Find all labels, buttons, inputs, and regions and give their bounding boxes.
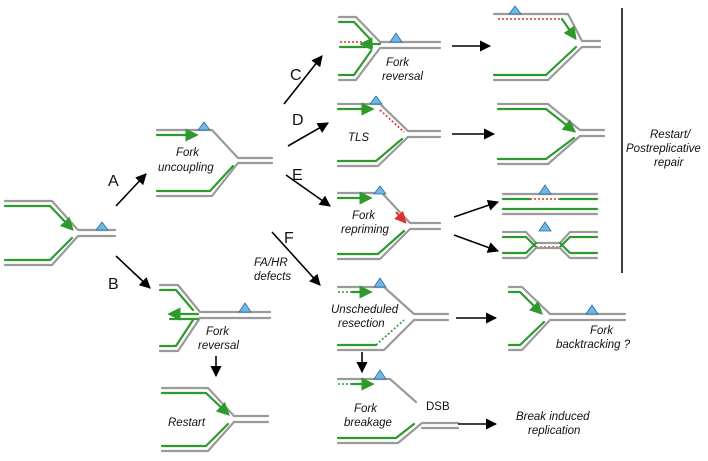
labels: A B C D E F Fork uncoupling Fork reversa… (108, 57, 701, 437)
label-fork-breakage-2: breakage (344, 417, 392, 429)
label-restart-post-2: Postreplicative (626, 143, 701, 155)
label-fork-uncoupling-1: Fork (176, 147, 200, 159)
lesion-icon (238, 302, 252, 313)
label-bir-1: Break induced (516, 411, 590, 423)
label-unscheduled-2: resection (338, 318, 385, 330)
arrows (115, 8, 623, 430)
repriming-fork (336, 185, 442, 261)
lesion-icon (95, 221, 109, 231)
label-unscheduled-1: Unscheduled (331, 304, 399, 316)
tls-result (496, 102, 606, 166)
label-fork-breakage-1: Fork (354, 403, 378, 415)
fork-reversal-bottom (158, 283, 272, 353)
fork-backtracking (507, 285, 627, 352)
step-d: D (292, 112, 304, 129)
label-restart-post-3: repair (654, 157, 685, 169)
label-fork-reversal-top-2: reversal (382, 71, 423, 83)
fork-breakage (336, 369, 460, 445)
lesion-icon (508, 5, 522, 15)
lesion-icon (585, 304, 599, 315)
label-restart-post-1: Restart/ (650, 129, 692, 141)
label-fork-repriming-2: repriming (341, 224, 390, 236)
label-fork-reversal-bottom-2: reversal (198, 340, 239, 352)
fork-reversal-restored (492, 5, 602, 82)
label-fork-uncoupling-2: uncoupling (158, 162, 214, 174)
step-a: A (108, 173, 119, 190)
fork-reversal-top (337, 15, 442, 82)
lesion-icon (369, 95, 383, 105)
lesion-icon (373, 369, 387, 380)
lesion-icon (373, 277, 387, 288)
label-fork-repriming-1: Fork (352, 210, 376, 222)
lesion-icon (389, 32, 403, 43)
label-fork-reversal-bottom-1: Fork (206, 326, 230, 338)
fork-uncoupling (155, 121, 274, 198)
initial-fork (3, 199, 117, 267)
step-b: B (108, 276, 119, 293)
label-fork-backtracking-1: Fork (590, 325, 614, 337)
label-fork-backtracking-2: backtracking ? (556, 339, 631, 351)
label-fork-reversal-top-1: Fork (386, 57, 410, 69)
lesion-icon (373, 185, 387, 195)
label-dsb: DSB (426, 401, 450, 413)
step-c: C (290, 67, 302, 84)
repriming-template-switch-result (501, 221, 599, 260)
lesion-icon (197, 121, 211, 131)
restart-fork (160, 386, 270, 453)
step-f: F (284, 230, 294, 247)
label-restart: Restart (168, 417, 206, 429)
lesion-icon (538, 184, 552, 195)
repriming-gap-result (501, 184, 599, 216)
label-fa-hr-2: defects (254, 271, 291, 283)
label-fa-hr-1: FA/HR (254, 257, 288, 269)
label-bir-2: replication (528, 425, 580, 437)
lesion-icon (538, 221, 552, 232)
tls-fork (336, 95, 442, 168)
step-e: E (292, 167, 303, 184)
label-tls: TLS (348, 132, 369, 144)
unscheduled-resection-fork (336, 277, 450, 352)
